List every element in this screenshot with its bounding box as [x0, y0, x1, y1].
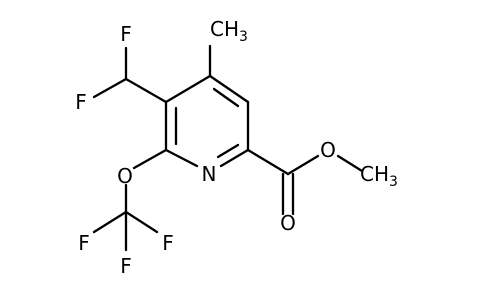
- bond-ring-c4-c5: [208, 74, 250, 104]
- bond-c3-chf2: [124, 77, 168, 104]
- atom-ester-oxygen-single: O: [320, 138, 336, 162]
- bond-ring-c3-c4: [164, 74, 212, 104]
- bond-ring-c4-c5-inner: [212, 87, 240, 108]
- bond-ring-n-c2: [164, 148, 199, 168]
- bond-chf2-f-left: [92, 77, 128, 99]
- bond-o-methyl: [336, 154, 364, 173]
- atom-ring-oxygen: O: [117, 164, 133, 188]
- bond-ring-c6-n-inner: [216, 143, 240, 159]
- atom-f-top: F: [120, 22, 132, 46]
- bond-carbonyl-o-single: [286, 154, 320, 176]
- bond-c2-o: [132, 148, 168, 170]
- atom-methyl-top: CH3: [210, 17, 248, 45]
- atom-f-bottom-middle: F: [120, 254, 132, 278]
- atom-ester-oxygen-double: O: [280, 211, 296, 235]
- atom-f-bottom-left: F: [78, 231, 90, 255]
- atom-f-left: F: [75, 90, 87, 114]
- atom-methyl-right: CH3: [360, 162, 398, 190]
- bond-cf3-f-right: [124, 210, 159, 234]
- atom-nitrogen: N: [202, 162, 217, 186]
- bond-ring-c6-n: [219, 148, 250, 168]
- bond-c6-carbonyl: [246, 148, 290, 176]
- atom-f-bottom-right: F: [162, 231, 174, 255]
- bond-cf3-f-left: [92, 210, 128, 234]
